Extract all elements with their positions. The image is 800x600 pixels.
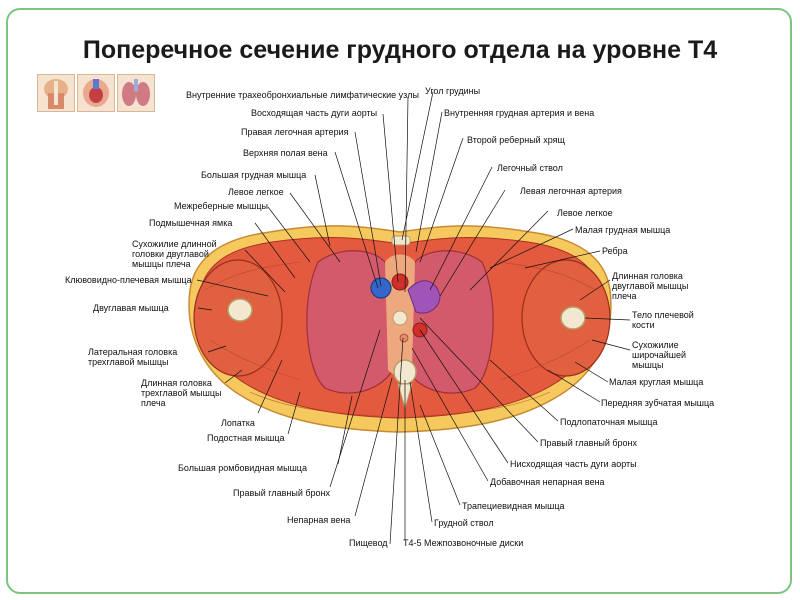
label-intervertebral-discs: Т4-5 Межпозвоночные диски [403,538,524,548]
label-superior-vena-cava: Верхняя полая вена [243,148,328,158]
label-latissimus-tendon: Сухожилие широчайшей мышцы [632,340,687,370]
ascending-aorta [391,273,409,291]
label-ascending-aorta: Восходящая часть дуги аорты [251,108,378,118]
label-left-lung-left: Левое легкое [228,187,284,197]
label-accessory-azygos-vein: Добавочная непарная вена [490,477,605,487]
page-frame [6,8,792,594]
trachea [392,310,408,326]
label-intercostal-muscles: Межреберные мышцы [174,201,268,211]
label-pectoralis-minor: Малая грудная мышца [575,225,671,235]
label-internal-thoracic-vessels: Внутренняя грудная артерия и вена [444,108,595,118]
label-scapula: Лопатка [221,418,255,428]
left-lung [404,250,494,394]
superior-vena-cava [370,277,392,299]
label-ribs: Ребра [602,246,628,256]
esophagus [399,333,409,343]
label-pulmonary-trunk: Легочный ствол [497,163,563,173]
label-pectoralis-major: Большая грудная мышца [201,170,307,180]
right-lung [306,250,396,394]
label-infraspinatus: Подостная мышца [207,433,285,443]
label-teres-minor: Малая круглая мышца [609,377,704,387]
label-biceps-long-head: Длинная головка двуглавой мышцы плеча [612,271,689,301]
label-biceps: Двуглавая мышца [93,303,169,313]
page-title: Поперечное сечение грудного отдела на ур… [82,36,718,64]
left-humerus [560,306,586,330]
label-right-main-bronchus-left: Правый главный бронх [233,488,330,498]
label-triceps-long-head: Длинная головка трехглавой мышцы плеча [141,378,222,408]
label-trapezius: Трапециевидная мышца [462,501,565,511]
label-azygos-vein: Непарная вена [287,515,351,525]
pulmonary-trunk [407,280,441,314]
label-humerus-body: Тело плечевой кости [632,310,694,330]
label-right-main-bronchus-right: Правый главный бронх [540,438,637,448]
label-descending-aorta: Нисходящая часть дуги аорты [510,459,637,469]
thumbnail-heart-icon [77,74,115,112]
label-axillary-fossa: Подмышечная ямка [149,218,233,228]
thumbnail-torso-icon [37,74,75,112]
thumbnail-lungs-icon [117,74,155,112]
label-serratus-anterior: Передняя зубчатая мышца [601,398,715,408]
label-subscapularis: Подлопаточная мышца [560,417,658,427]
label-tracheobronchial-nodes: Внутренние трахеобронхиальные лимфатичес… [186,90,419,100]
right-humerus [227,298,253,322]
label-left-pulmonary-artery: Левая легочная артерия [520,186,622,196]
label-thoracic-duct: Грудной ствол [434,518,494,528]
label-triceps-lateral-head: Латеральная головка трехглавой мышцы [88,347,178,367]
label-sternal-angle: Угол грудины [425,86,481,96]
label-right-pulmonary-artery: Правая легочная артерия [241,127,349,137]
label-rhomboid-major: Большая ромбовидная мышца [178,463,307,473]
label-esophagus: Пищевод [349,538,388,548]
leader-lines [196,91,631,545]
label-left-lung-right: Левое легкое [557,208,613,218]
label-biceps-long-head-tendon: Сухожилие длинной головки двуглавой мышц… [132,239,217,269]
label-second-costal-cartilage: Второй реберный хрящ [467,135,565,145]
thumbnail-strip [37,74,155,112]
label-coracobrachialis: Клювовидно-плечевая мышца [65,275,192,285]
